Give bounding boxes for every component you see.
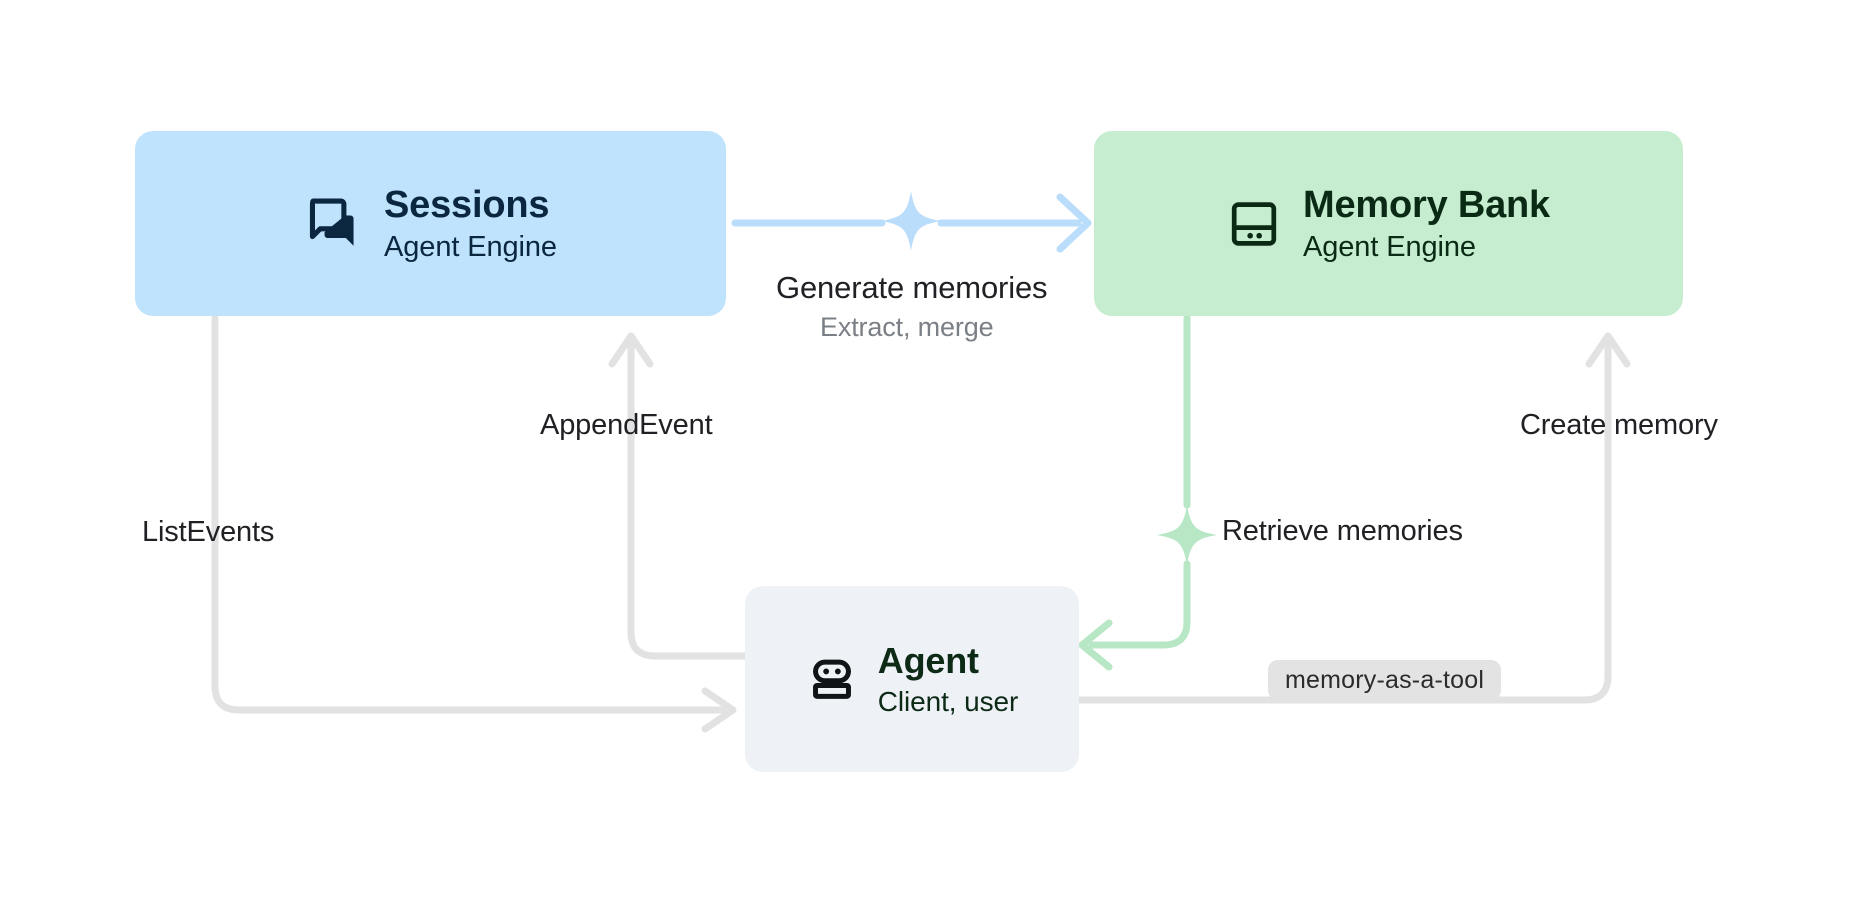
node-sessions[interactable]: Sessions Agent Engine [135,131,726,316]
database-icon [1231,201,1277,246]
node-sessions-title: Sessions [384,183,550,226]
node-sessions-subtitle: Agent Engine [384,230,557,263]
node-agent-subtitle: Client, user [877,685,1019,717]
edge-sublabel-generate-memories: Extract, merge [820,312,994,342]
edge-label-list-events: ListEvents [142,516,275,548]
node-memory-bank[interactable]: Memory Bank Agent Engine [1094,131,1683,316]
edge-list-events [211,314,737,733]
edge-label-append-event: AppendEvent [540,409,713,441]
robot-icon [812,659,851,699]
forum-icon [309,198,354,246]
sparkle-icon [881,191,941,251]
node-memory-bank-title: Memory Bank [1303,183,1550,226]
node-agent-title: Agent [877,639,979,681]
node-memory-bank-text: Memory Bank Agent Engine [1303,186,1550,262]
edge-label-generate-memories: Generate memories [776,270,1048,305]
node-agent-text: Agent Client, user [877,639,1019,717]
node-agent[interactable]: Agent Client, user [745,586,1079,772]
node-memory-bank-subtitle: Agent Engine [1303,230,1476,263]
node-sessions-text: Sessions Agent Engine [384,186,557,262]
edge-append-event [608,332,749,660]
sparkle-icon [1157,505,1217,565]
edge-label-create-memory: Create memory [1520,409,1718,441]
edge-generate-memories [731,191,1092,253]
edge-retrieve-memories [1078,314,1217,671]
edge-label-retrieve-memories: Retrieve memories [1222,515,1463,547]
badge-memory-as-a-tool: memory-as-a-tool [1268,660,1502,700]
